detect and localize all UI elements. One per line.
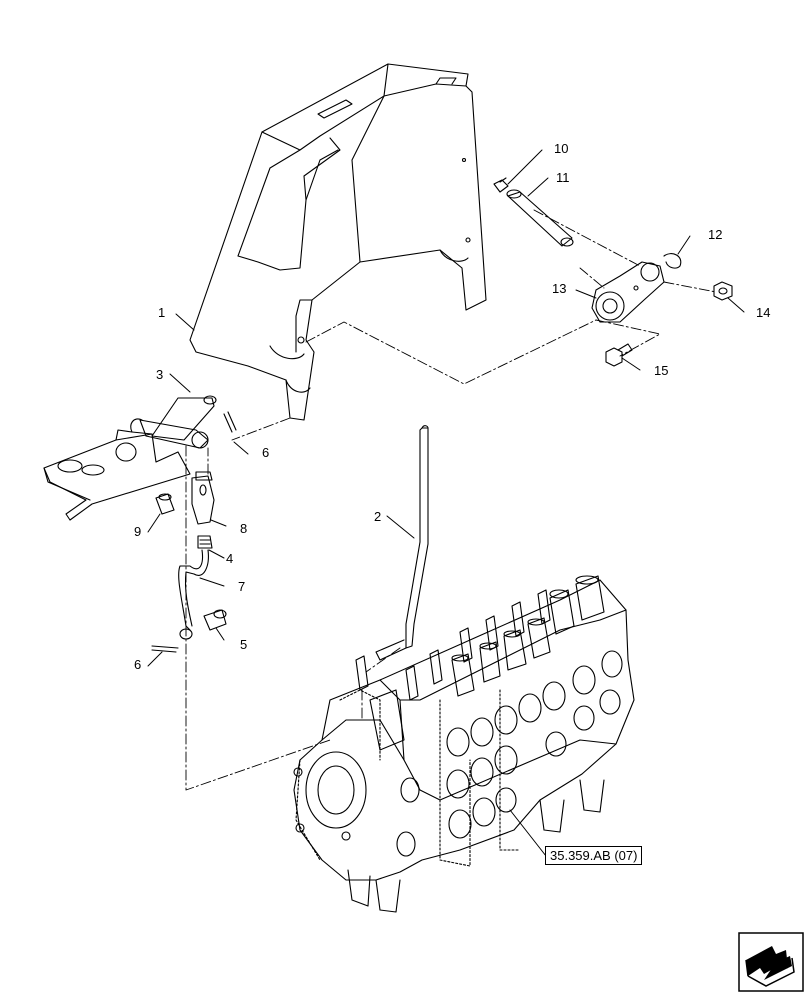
callout-5: 5 [240, 637, 248, 652]
callout-6-top: 6 [262, 445, 270, 460]
callout-13: 13 [552, 281, 567, 296]
cotter-pin-6-top [223, 411, 237, 433]
next-page-arrow-icon[interactable] [738, 932, 804, 992]
callout-7: 7 [238, 579, 246, 594]
callout-4: 4 [226, 551, 234, 566]
assembly-lines [185, 209, 717, 791]
grease-fitting-10 [493, 177, 509, 193]
reference-link[interactable]: 35.359.AB (07) [545, 846, 643, 865]
callout-6-bottom: 6 [134, 657, 142, 672]
cotter-pin-6-bottom [151, 645, 179, 653]
pin-11 [506, 189, 574, 247]
callout-14: 14 [756, 305, 771, 320]
valve-block [293, 575, 635, 913]
clevis-8 [191, 471, 215, 525]
bracket-plate [189, 63, 487, 421]
callout-12: 12 [708, 227, 723, 242]
pin-5 [203, 609, 227, 631]
nut-4 [197, 535, 213, 549]
bolt-15 [605, 343, 633, 367]
control-rod [375, 425, 429, 661]
leader-lines [147, 149, 745, 857]
callout-8: 8 [240, 521, 248, 536]
callout-3: 3 [156, 367, 164, 382]
pin-9 [155, 493, 175, 515]
pivot-block-13 [591, 261, 665, 323]
callout-15: 15 [654, 363, 669, 378]
callout-9: 9 [134, 524, 142, 539]
bent-link-7 [178, 549, 209, 640]
callout-11: 11 [556, 170, 570, 185]
callout-10: 10 [554, 141, 569, 156]
nut-14 [713, 281, 733, 301]
callout-1: 1 [158, 305, 166, 320]
callout-2: 2 [374, 509, 382, 524]
clip-12 [663, 253, 682, 269]
pivot-shaft-mount [43, 395, 217, 521]
